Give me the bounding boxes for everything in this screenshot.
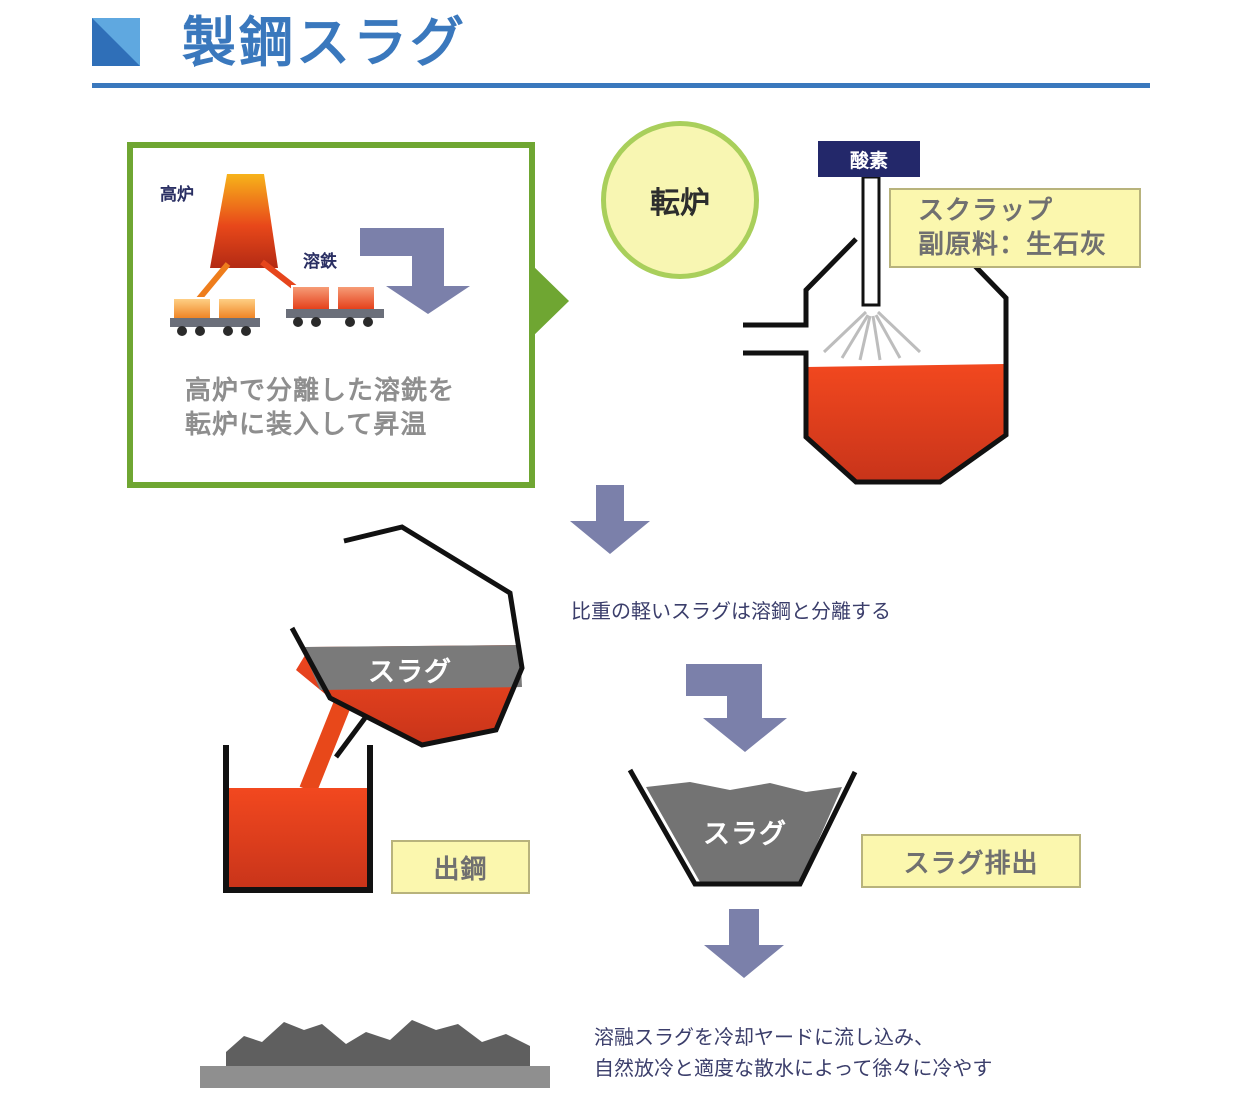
cooling-line2: 自然放冷と適度な散水によって徐々に冷やす [594,1056,993,1080]
cooling-text: 溶融スラグを冷却ヤードに流し込み、 自然放冷と適度な散水によって徐々に冷やす [594,1022,992,1084]
converter-label: 転炉 [650,186,710,221]
converter-vessel-icon [743,175,1009,485]
separation-text: 比重の軽いスラグは溶鋼と分離する [571,599,891,623]
page-title: 製鋼スラグ [182,11,467,74]
blast-furnace-label: 高炉 [160,185,194,205]
turn-arrow-icon [360,228,470,314]
pot-slag-label: スラグ [703,819,787,850]
ladle-car-icon [286,285,384,327]
ladle-icon [289,524,525,794]
flux-label: 副原料：生石灰 [918,230,1108,260]
intro-note-line1: 高炉で分離した溶銑を [185,376,456,406]
slag-heap-icon [200,1020,550,1088]
tapping-pot-icon [223,745,373,893]
turn-arrow-icon [686,664,787,752]
down-arrow-icon [704,909,784,978]
tapping-label: 出鋼 [391,840,530,894]
converter-inputs-box: スクラップ 副原料：生石灰 [889,188,1141,268]
slag-discharge-label: スラグ排出 [861,834,1081,888]
intro-note-line2: 転炉に装入して昇温 [185,410,428,440]
ladle-car-icon [170,297,260,336]
ladle-slag-label: スラグ [368,657,452,688]
blast-furnace-icon [195,174,300,302]
intro-note: 高炉で分離した溶銑を 転炉に装入して昇温 [185,374,505,442]
title-divider [92,83,1150,88]
converter-badge: 転炉 [601,121,759,279]
title-square-icon [92,18,140,66]
slag-pot-icon [627,768,858,887]
cooling-line1: 溶融スラグを冷却ヤードに流し込み、 [594,1025,934,1049]
intro-pointer [529,262,569,340]
oxygen-label: 酸素 [818,141,920,177]
scrap-label: スクラップ [918,196,1054,226]
hot-metal-label: 溶鉄 [303,252,337,272]
down-arrow-icon [570,485,650,554]
